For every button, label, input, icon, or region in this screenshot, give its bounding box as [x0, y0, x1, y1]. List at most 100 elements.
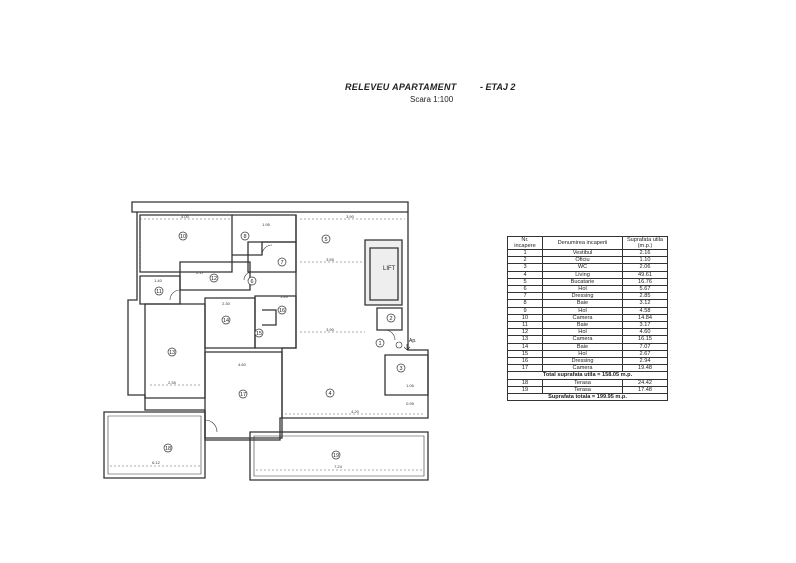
room-label-4: 4	[328, 391, 331, 397]
room-label-3: 3	[399, 366, 402, 372]
room-label-14: 14	[223, 318, 229, 324]
room-number: 5	[507, 277, 543, 287]
room-label-11: 11	[156, 289, 162, 295]
room-area: 2.94	[622, 357, 668, 366]
col-header-area: Suprafata utila (m.p.)	[622, 236, 668, 250]
dim-label: 4.60	[238, 362, 247, 367]
dim-label: 7.24	[334, 464, 343, 469]
room-area: 49.61	[622, 270, 668, 279]
room-number: 7	[507, 292, 543, 301]
room-area: 3.17	[622, 321, 668, 330]
room-area: 2.06	[622, 263, 668, 272]
room-area: 2.16	[622, 248, 668, 258]
wall-room-1	[376, 307, 403, 331]
wall-living	[281, 215, 297, 418]
room-area: 2.85	[622, 292, 668, 301]
room-number: 10	[507, 313, 543, 323]
room-name: Baie	[542, 299, 623, 308]
room-name: Hol	[542, 285, 623, 294]
entrance-marker-icon	[395, 341, 403, 349]
dim-label: 1.40	[280, 294, 289, 299]
room-number: 4	[507, 270, 543, 279]
room-name: Camera	[542, 313, 623, 323]
room-name: Baie	[542, 321, 623, 330]
room-label-6: 6	[250, 279, 253, 285]
terrace-18	[103, 411, 206, 479]
room-label-5: 5	[324, 237, 327, 243]
total-area-row-text: Suprafata totala = 199.95 m.p.	[507, 393, 668, 402]
terrace-19	[249, 431, 429, 481]
room-area: 19.48	[622, 364, 668, 373]
wall-room-17	[204, 351, 283, 439]
room-name: WC	[542, 263, 623, 272]
room-number: 2	[507, 256, 543, 265]
room-name: Dressing	[542, 292, 623, 301]
room-label-17: 17	[240, 392, 246, 398]
room-name: Hol	[542, 349, 623, 359]
area-table: Nr. incapere Denumirea incaperii Suprafa…	[507, 236, 668, 402]
entrance-label: Ap.	[409, 338, 417, 344]
room-area: 14.84	[622, 313, 668, 323]
floor-label: - ETAJ 2	[480, 82, 516, 92]
room-label-7: 7	[280, 260, 283, 266]
room-name: Dressing	[542, 357, 623, 366]
room-number: 8	[507, 299, 543, 308]
dim-label: 1.06	[406, 383, 415, 388]
room-number: 3	[507, 263, 543, 272]
room-name: Camera	[542, 364, 623, 373]
dim-label: 1.95	[262, 222, 271, 227]
room-label-15: 15	[256, 331, 262, 337]
room-number: 6	[507, 285, 543, 294]
room-label-1: 1	[378, 341, 381, 347]
room-label-13: 13	[169, 350, 175, 356]
room-number: 17	[507, 364, 543, 373]
room-name: Hol	[542, 328, 623, 337]
wall-room-3	[384, 354, 429, 396]
dim-label: 2.35	[168, 380, 177, 385]
room-name: Terasa	[542, 385, 623, 395]
room-area: 4.60	[622, 328, 668, 337]
total-usable-row: Total suprafata utila = 158.05 m.p.	[507, 371, 668, 380]
room-number: 1	[507, 248, 543, 258]
room-area: 3.12	[622, 299, 668, 308]
room-area: 5.67	[622, 285, 668, 294]
room-area: 1.10	[622, 256, 668, 265]
room-name: Hol	[542, 306, 623, 315]
dim-label: 3.90	[326, 327, 335, 332]
room-label-10: 10	[180, 234, 186, 240]
room-area: 16.76	[622, 277, 668, 287]
room-area: 16.15	[622, 335, 668, 344]
dim-label: 4.20	[351, 409, 360, 414]
room-label-8: 8	[243, 234, 246, 240]
entrance-arrow-icon	[403, 344, 411, 351]
dim-label: 6.12	[152, 460, 161, 465]
dim-label: 0.95	[406, 401, 415, 406]
room-number: 14	[507, 342, 543, 351]
room-label-19: 19	[333, 453, 339, 459]
room-name: Terasa	[542, 378, 623, 387]
room-name: Baie	[542, 342, 623, 351]
room-name: Oficiu	[542, 256, 623, 265]
outer-wall-top	[131, 201, 409, 213]
room-name: Camera	[542, 335, 623, 344]
lift-shaft	[364, 239, 403, 306]
room-label-2: 2	[389, 316, 392, 322]
scale-label: Scara 1:100	[410, 95, 454, 104]
room-area: 17.48	[622, 385, 668, 395]
